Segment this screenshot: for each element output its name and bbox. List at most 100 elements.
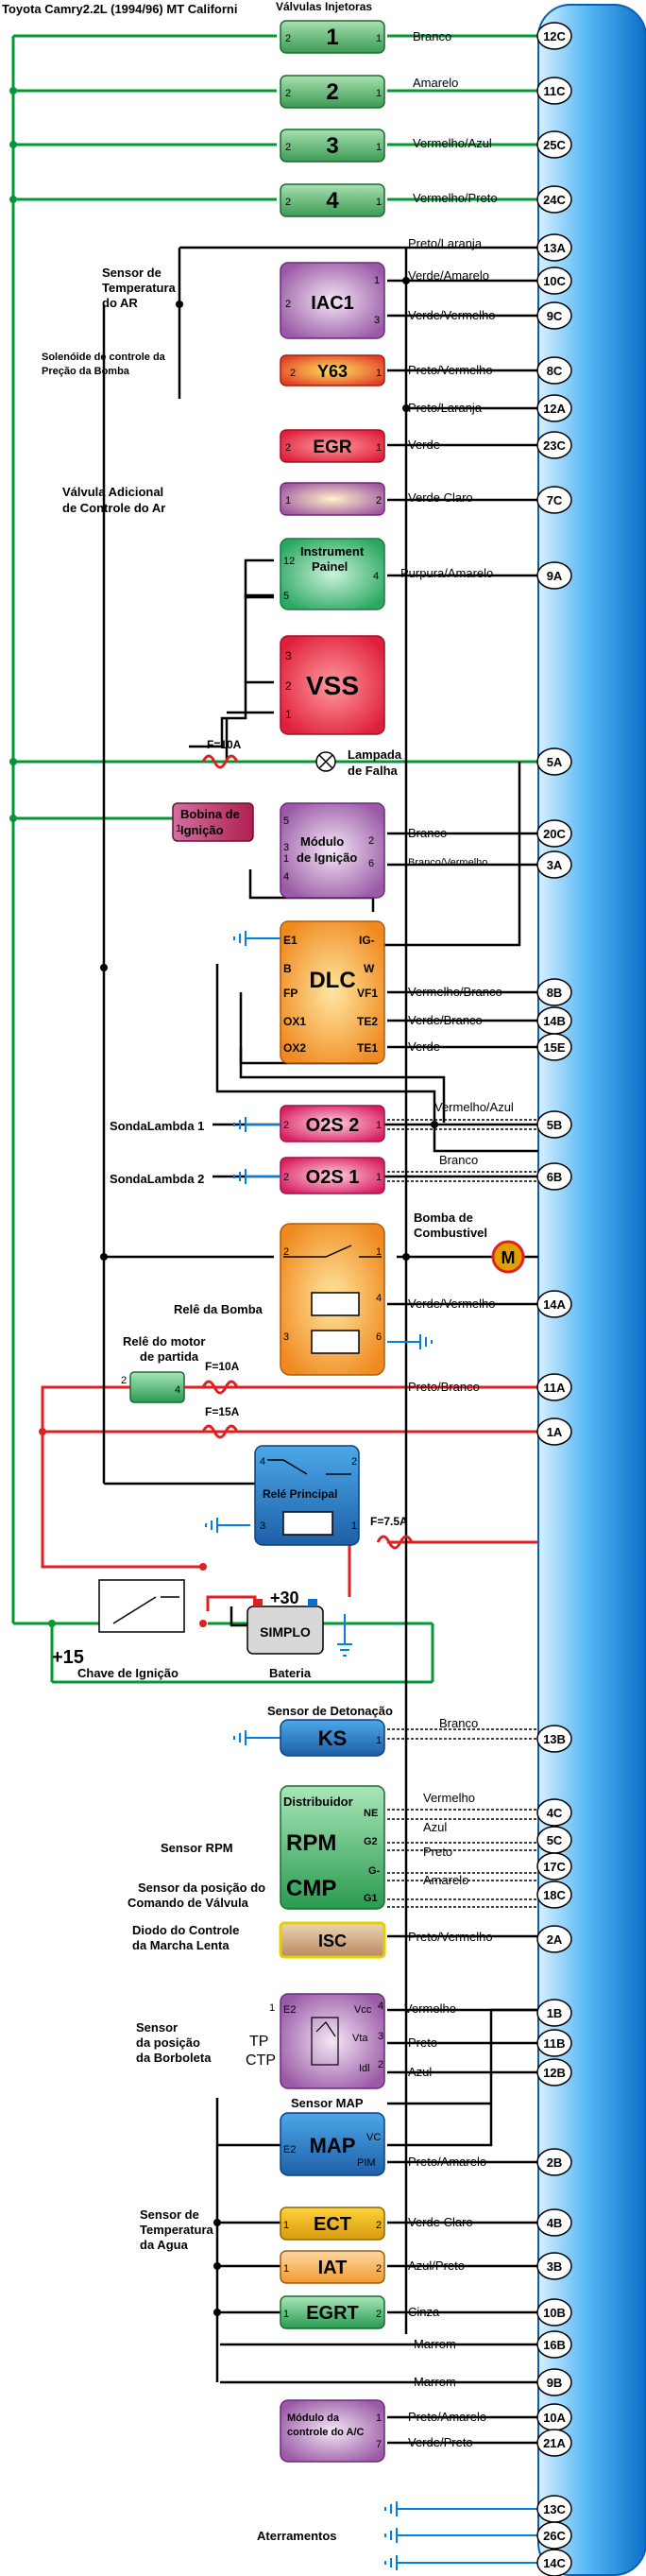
junction-dot [213,2262,221,2270]
pin-label: 2 [285,442,291,454]
terminal: 14B [536,1006,572,1035]
wire-label: Verde [408,438,440,452]
iat-label: IAT [318,2258,348,2278]
wire-label: Branco/Vermelho [408,857,487,868]
pin-label: 4 [260,1456,265,1468]
battery-label: Bateria [269,1666,312,1680]
pump-relay-label: Relê da Bomba [174,1302,264,1316]
svg-text:8B: 8B [547,986,563,1000]
junction-dot [9,758,17,765]
fuse-symbol [201,1380,239,1395]
wire-label: Marrom [414,2375,456,2389]
wire-label: Azul/Preto [408,2258,465,2273]
fuse-label: F=10A [207,738,242,751]
svg-text:3A: 3A [547,858,563,872]
pin-label: 1 [376,33,382,44]
fuse-label: F=7.5A [370,1515,408,1528]
iac-label: IAC1 [311,293,354,314]
dlc-pin: W [364,962,375,975]
iac-wire-b: Verde/Vermelho [408,308,496,322]
pin-label: 7 [376,2439,382,2450]
dist-pin: G1 [364,1893,378,1904]
pin-label: 5 [283,591,289,602]
distributor: Distribuidor RPM CMP NE G2 G- G1 [280,1785,385,1910]
terminal: 10C [536,266,572,295]
svg-text:8C: 8C [547,364,563,378]
battery: SIMPLO [246,1599,324,1655]
injectors-header: Válvulas Injetoras [276,0,372,13]
wire-label: Vermelho [404,2001,456,2016]
svg-text:4B: 4B [547,2216,563,2230]
iac-valve: IAC1 2 1 3 [280,262,385,339]
wire-label: Vermelho/Preto [413,191,498,205]
dlc-pin: OX1 [283,1015,306,1028]
pin-label: VC [366,2132,381,2143]
terminal: 18C [536,1880,572,1909]
fuse-symbol [201,754,239,769]
svg-text:17C: 17C [543,1860,566,1874]
pin-label: 1 [376,368,382,379]
terminal: 15E [536,1033,572,1061]
cmp-label: CMP [286,1876,336,1901]
wire-label: Branco [413,29,451,43]
wire-label: Vermelho/Azul [413,136,492,150]
terminal: 10A [536,2403,572,2431]
svg-text:14B: 14B [543,1014,566,1028]
starter-relay: 2 4 [121,1371,185,1403]
svg-text:12A: 12A [543,402,566,416]
ect-sensor: ECT 1 2 [280,2207,385,2241]
terminal: 5C [536,1826,572,1854]
injector-number: 2 [326,79,338,105]
terminal: 12A [536,394,572,422]
svg-text:9C: 9C [547,309,563,323]
tps-sensor: 1 E2 Vcc 4 Vta 3 Idl 2 [269,1993,385,2089]
injector-number: 4 [326,188,339,214]
svg-text:24C: 24C [543,193,566,207]
pin-label: 2 [376,2263,382,2275]
pin-label: 3 [374,315,380,326]
junction-dot [431,1121,438,1128]
main-relay: Relé Principal 4 2 3 1 [254,1445,360,1546]
vss-sensor: VSS 3 2 1 [280,635,385,735]
injector-3: 3 2 1 Vermelho/Azul [280,129,492,163]
wire-label: Verde/Branco [408,1013,483,1027]
svg-text:11A: 11A [543,1381,566,1395]
svg-text:25C: 25C [543,138,566,152]
pin-label: 5 [283,816,289,827]
terminal: 17C [536,1852,572,1880]
wire-label: Branco [439,1153,478,1167]
svg-text:11C: 11C [543,84,566,98]
y63-solenoid: Y63 2 1 [280,354,385,386]
terminal-24C: 24C [536,185,572,214]
pin-label: 2 [376,2309,382,2320]
dist-pin: G- [368,1865,381,1877]
terminal: 20C [536,819,572,848]
pin-label: Idl [359,2063,370,2074]
wire-label: Preto [408,2035,437,2050]
terminal: 13A [536,233,572,262]
wire-label: Azul [408,2065,432,2079]
pin-label: 1 [376,88,382,99]
junction-dot [176,301,183,308]
ground-symbols [205,931,538,2570]
map-label: MAP [310,2134,356,2157]
dist-pin: G2 [364,1836,378,1847]
wire-label: Preto/Laranja [408,401,483,415]
terminal: 23C [536,431,572,459]
ignition-switch [98,1579,207,1633]
terminal: 11A [536,1373,572,1401]
dlc-pin: VF1 [357,987,378,1000]
injector-number: 3 [326,133,338,159]
pin-label: 1 [176,823,181,834]
pump-motor-symbol: M [502,1248,516,1267]
pin-label: 1 [283,2309,289,2320]
dlc-pin: TE2 [357,1015,378,1028]
pin-label: 1 [376,1735,382,1746]
